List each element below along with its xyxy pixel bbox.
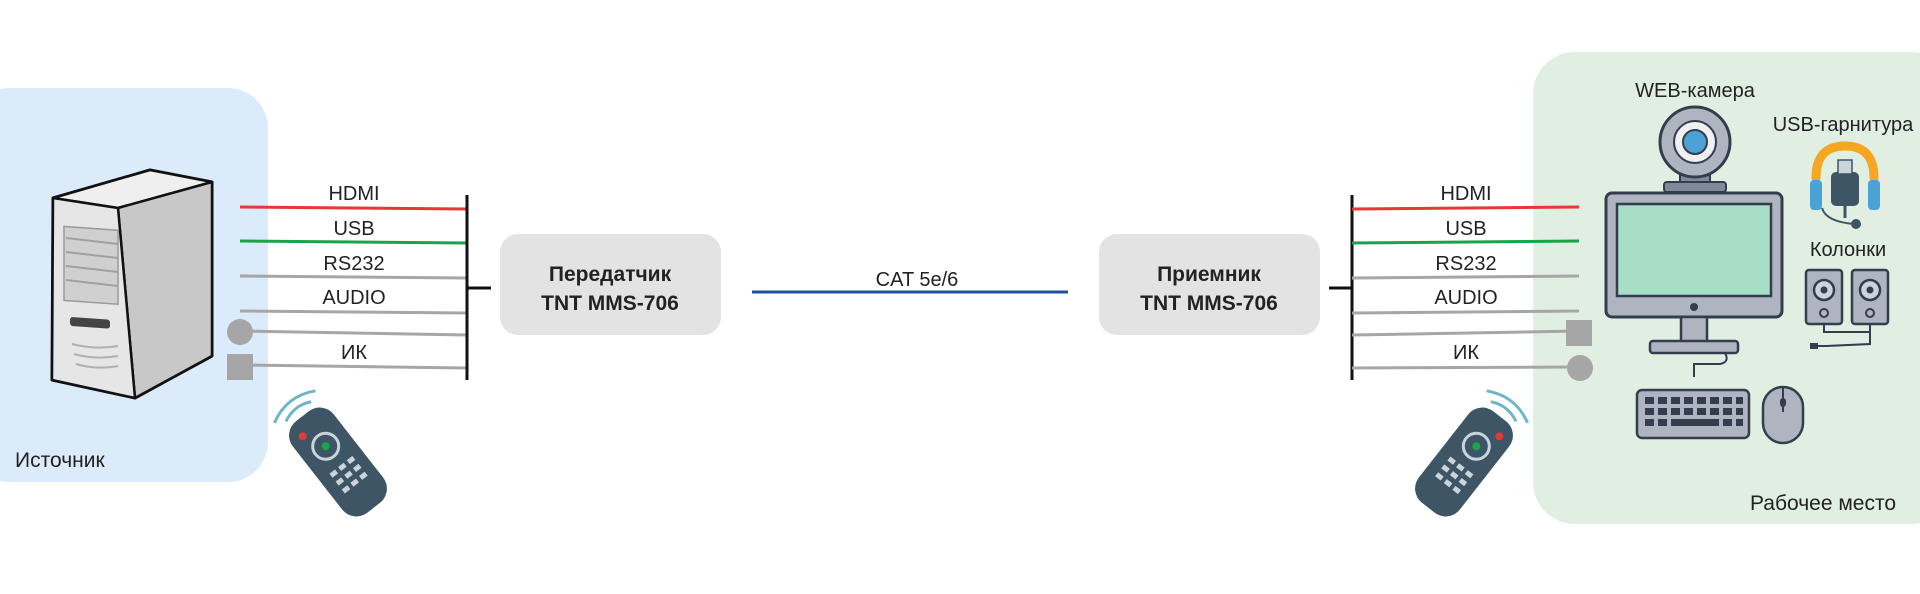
receiver-model: TNT MMS-706: [1140, 292, 1278, 315]
left-ir-port-icon: [227, 354, 253, 380]
left-label-ir: ИК: [341, 342, 367, 364]
left-audio-line: [239, 309, 468, 315]
left-label-audio: AUDIO: [322, 287, 385, 309]
receiver-title: Приемник: [1157, 263, 1261, 286]
left-label-usb: USB: [333, 218, 374, 240]
right-signal-bus: HDMI USB RS232 AUDIO ИК: [1329, 183, 1593, 381]
speakers-icon: [1804, 268, 1890, 349]
right-label-usb: USB: [1445, 218, 1486, 240]
right-label-audio: AUDIO: [1434, 287, 1497, 309]
left-signal-bus: HDMI USB RS232 AUDIO ИК: [227, 183, 491, 380]
right-ir-port-icon: [1566, 320, 1592, 346]
keyboard-icon: [1635, 388, 1751, 440]
source-label: Источник: [15, 449, 105, 472]
right-usb-line: [1351, 239, 1580, 245]
left-audio-jack-icon: [227, 319, 253, 345]
right-audio-jack-icon: [1567, 355, 1593, 381]
left-ir-line-1: [239, 329, 468, 337]
left-label-rs232: RS232: [323, 253, 384, 275]
right-ir-line-2: [1351, 365, 1580, 370]
workplace-label: Рабочее место: [1750, 492, 1896, 515]
transmitter-box: Передатчик TNT MMS-706: [500, 234, 721, 335]
right-rs232-line: [1351, 274, 1580, 280]
left-usb-line: [239, 239, 468, 245]
left-hdmi-line: [239, 205, 468, 211]
left-ir-line-2: [239, 363, 468, 370]
left-rs232-line: [239, 274, 468, 280]
right-label-ir: ИК: [1453, 342, 1479, 364]
right-ir-line-1: [1351, 329, 1580, 337]
right-audio-line: [1351, 309, 1580, 315]
receiver-box: Приемник TNT MMS-706: [1099, 234, 1320, 335]
speakers-label: Колонки: [1810, 239, 1886, 261]
remote-control-icon-right: [1415, 389, 1529, 517]
remote-control-icon-left: [273, 389, 387, 517]
headset-label: USB-гарнитура: [1773, 114, 1914, 136]
right-hdmi-line: [1351, 205, 1580, 211]
transmitter-title: Передатчик: [549, 263, 672, 286]
transmitter-model: TNT MMS-706: [541, 292, 679, 315]
right-label-rs232: RS232: [1435, 253, 1496, 275]
webcam-icon: [1658, 105, 1732, 193]
left-label-hdmi: HDMI: [328, 183, 379, 205]
webcam-label: WEB-камера: [1635, 80, 1756, 102]
headset-icon: [1810, 141, 1880, 229]
right-label-hdmi: HDMI: [1440, 183, 1491, 205]
cat-cable-label: CAT 5e/6: [876, 269, 959, 291]
monitor-icon: [1604, 191, 1784, 377]
pc-tower-icon: [50, 168, 214, 400]
mouse-icon: [1761, 385, 1805, 445]
